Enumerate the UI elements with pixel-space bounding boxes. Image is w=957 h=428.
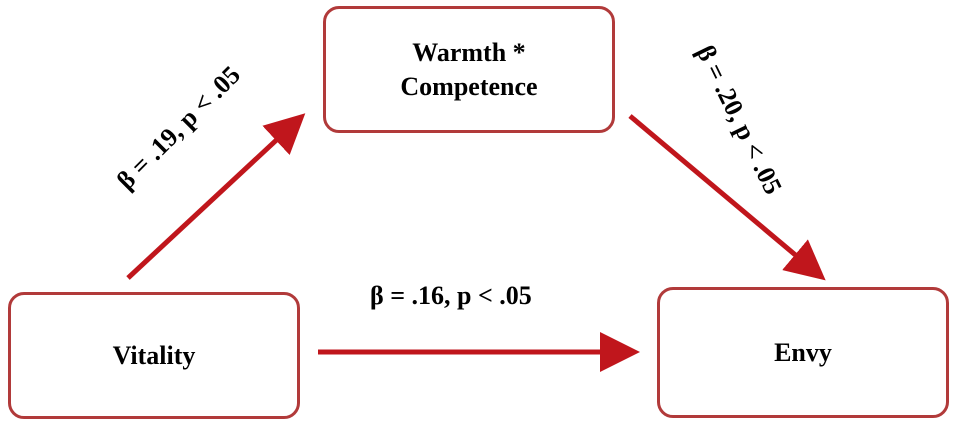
node-vitality-label: Vitality (112, 340, 196, 370)
node-envy: Envy (657, 287, 949, 418)
node-envy-label: Envy (774, 337, 832, 367)
node-warmth-label-line2: Competence (400, 71, 538, 101)
arrow-vitality-to-warmth (126, 113, 306, 280)
node-warmth-label-line1: Warmth * (412, 37, 526, 67)
path-label-vitality-envy: β = .16, p < .05 (370, 281, 532, 310)
arrow-warmth-to-envy (628, 114, 826, 281)
node-warmth-competence: Warmth * Competence (323, 6, 615, 133)
node-vitality: Vitality (8, 292, 300, 419)
